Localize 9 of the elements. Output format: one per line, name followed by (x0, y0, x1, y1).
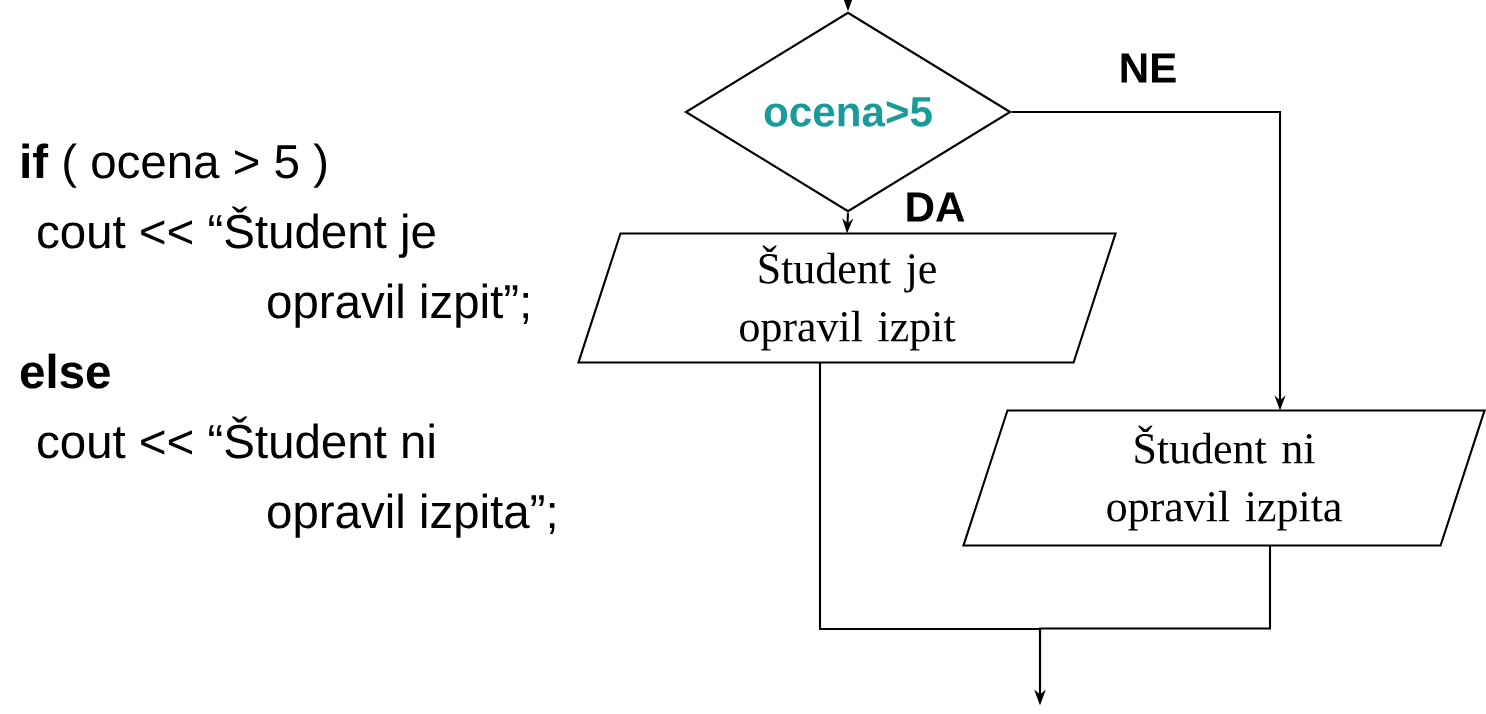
code-line: opravil izpita”; (268, 493, 555, 538)
output-parallelogram: Študent je opravil izpit (577, 232, 1117, 364)
code-line: else (20, 353, 110, 389)
edge-label: NE (1116, 51, 1180, 85)
code-line: if ( ocena > 5 ) (22, 143, 327, 188)
code-line: opravil izpit”; (268, 283, 528, 328)
output-parallelogram: Študent ni opravil izpita (962, 409, 1486, 547)
code-line: cout << “Študent je (38, 206, 435, 258)
code-line: cout << “Študent ni (38, 416, 434, 459)
